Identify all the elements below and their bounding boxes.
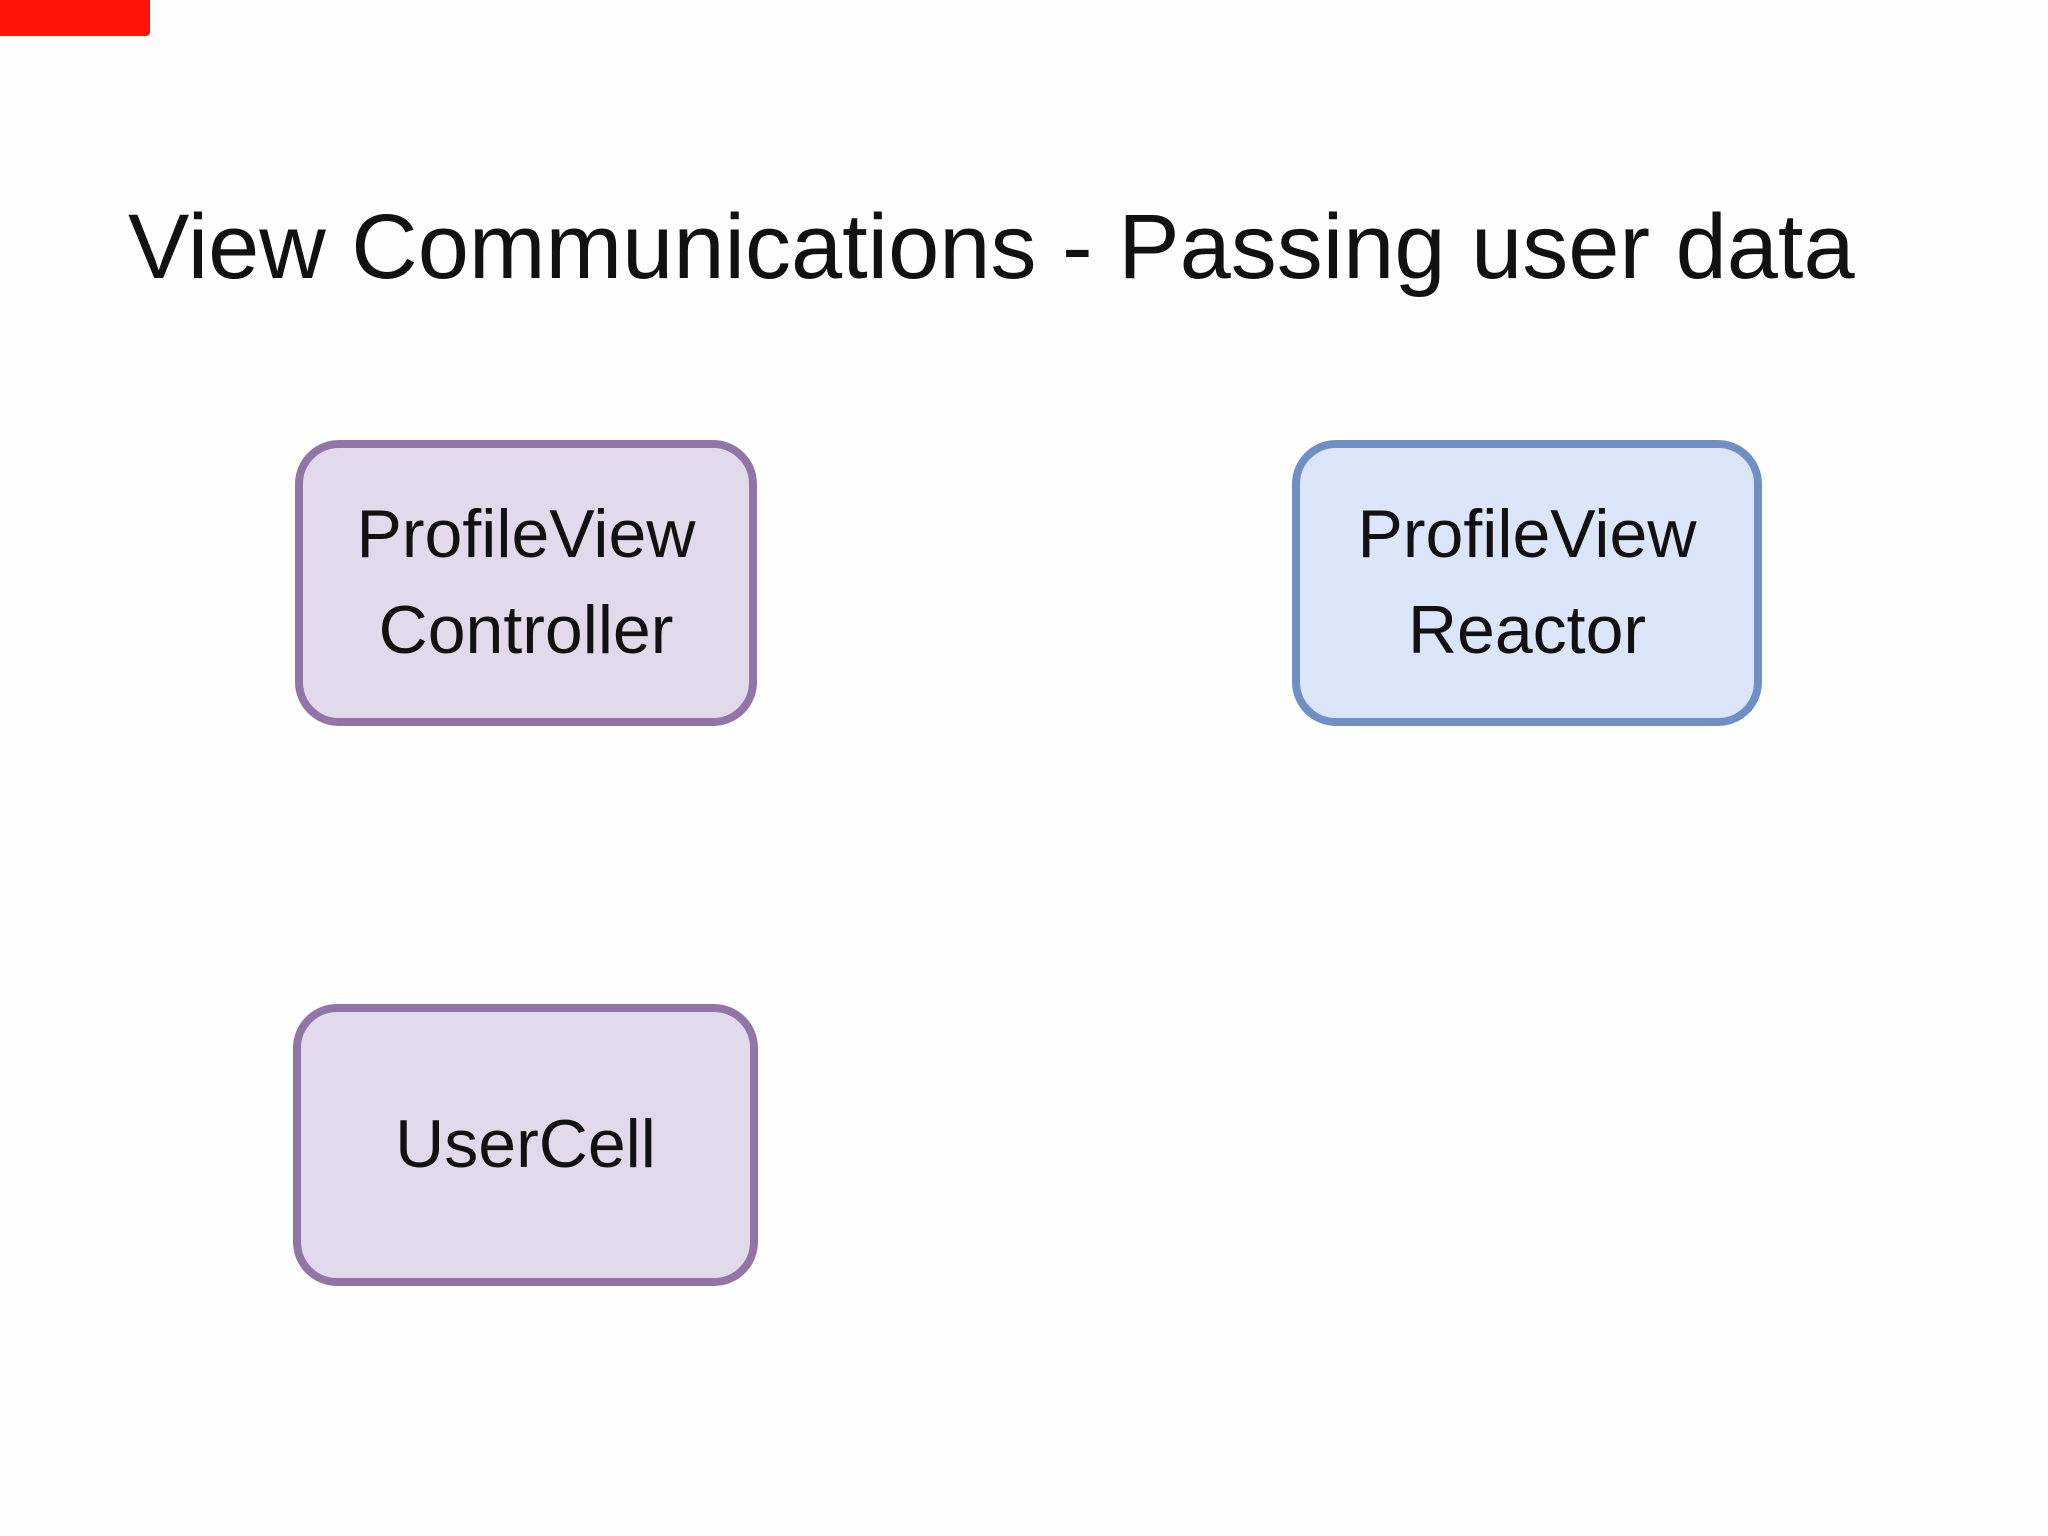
node-user-cell: UserCell bbox=[293, 1004, 758, 1286]
node-label-line: Controller bbox=[378, 592, 674, 668]
node-profile-view-controller: ProfileView Controller bbox=[295, 440, 757, 726]
node-label-line: Reactor bbox=[1407, 592, 1647, 668]
node-label-line: ProfileView bbox=[1357, 496, 1697, 573]
recording-indicator[interactable] bbox=[0, 0, 150, 36]
node-label-line: UserCell bbox=[395, 1106, 656, 1183]
node-profile-view-reactor: ProfileView Reactor bbox=[1292, 440, 1762, 726]
slide-title: View Communications - Passing user data bbox=[128, 195, 1855, 298]
node-label-line: ProfileView bbox=[356, 496, 696, 573]
